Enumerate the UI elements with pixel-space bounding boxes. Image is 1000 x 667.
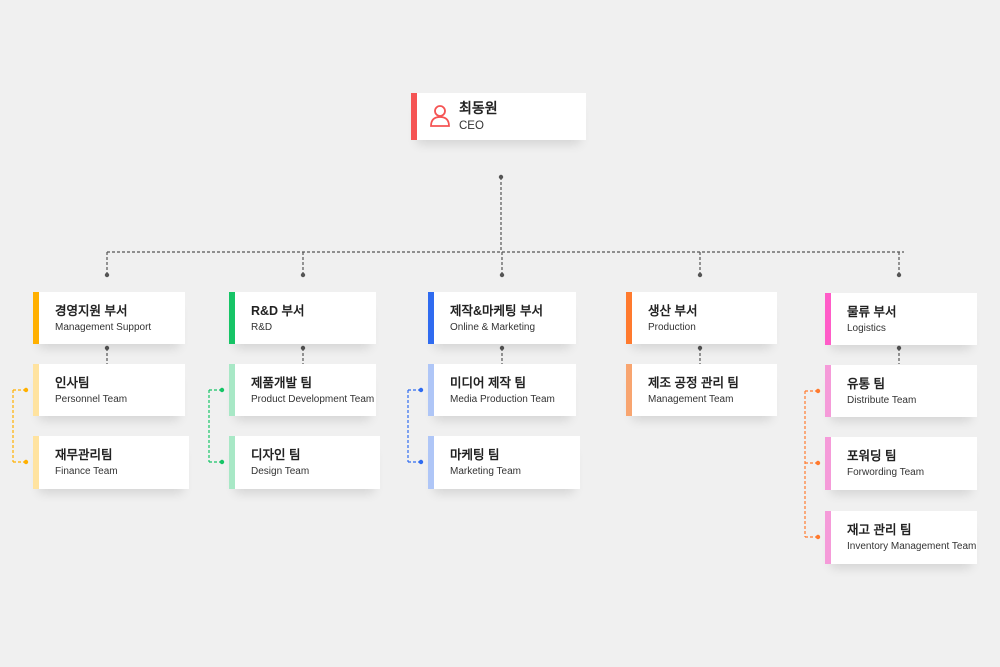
connector-dot bbox=[499, 272, 505, 278]
connector-dot bbox=[219, 387, 225, 393]
ceo-title: CEO bbox=[459, 120, 484, 132]
ceo-card[interactable]: 최동원 CEO bbox=[411, 93, 586, 140]
department-card[interactable]: 경영지원 부서 Management Support bbox=[33, 292, 185, 344]
color-bar bbox=[33, 292, 39, 344]
team-card-english-name: Marketing Team bbox=[450, 466, 521, 477]
connector-dot bbox=[300, 272, 306, 278]
department-card[interactable]: 제작&마케팅 부서 Online & Marketing bbox=[428, 292, 576, 344]
team-card-name: 제조 공정 관리 팀 bbox=[648, 375, 739, 390]
color-bar bbox=[229, 292, 235, 344]
ceo-name: 최동원 bbox=[459, 100, 498, 116]
team-card-english-name: Product Development Team bbox=[251, 393, 375, 405]
team-card-english-name: Media Production Team bbox=[450, 393, 555, 405]
team-card[interactable]: 제조 공정 관리 팀 Management Team bbox=[626, 364, 777, 416]
connector-dot bbox=[697, 345, 703, 351]
connector-dot bbox=[23, 459, 29, 465]
department-card-english-name: R&D bbox=[251, 321, 273, 333]
department-card-name: 생산 부서 bbox=[648, 303, 698, 318]
department-card-english-name: Online & Marketing bbox=[450, 321, 536, 333]
team-card[interactable]: 재무관리팀 Finance Team bbox=[33, 436, 189, 489]
team-card[interactable]: 인사팀 Personnel Team bbox=[33, 364, 185, 416]
color-bar bbox=[825, 365, 831, 417]
color-bar bbox=[626, 364, 632, 416]
team-card[interactable]: 마케팅 팀 Marketing Team bbox=[428, 436, 580, 489]
connector-dot bbox=[23, 387, 29, 393]
connector-dot bbox=[104, 345, 110, 351]
department-card-name: R&D 부서 bbox=[251, 303, 305, 318]
department-card[interactable]: R&D 부서 R&D bbox=[229, 292, 376, 344]
team-card-english-name: Inventory Management Team bbox=[847, 541, 977, 552]
team-card-name: 제품개발 팀 bbox=[251, 375, 312, 390]
team-card-name: 포워딩 팀 bbox=[847, 449, 897, 463]
team-card-english-name: Management Team bbox=[648, 393, 734, 405]
color-bar bbox=[33, 364, 39, 416]
color-bar bbox=[825, 293, 831, 345]
color-bar bbox=[428, 436, 434, 489]
team-card-name: 디자인 팀 bbox=[251, 448, 301, 462]
connector-dot bbox=[418, 387, 424, 393]
color-bar bbox=[825, 511, 831, 564]
person-icon bbox=[430, 105, 450, 127]
color-bar bbox=[428, 292, 434, 344]
connector-dot bbox=[815, 460, 821, 466]
connector-dot bbox=[104, 272, 110, 278]
team-card-name: 유통 팀 bbox=[847, 376, 885, 391]
color-bar bbox=[825, 437, 831, 490]
connector-dot bbox=[300, 345, 306, 351]
color-bar bbox=[229, 364, 235, 416]
team-card-english-name: Personnel Team bbox=[55, 393, 128, 405]
ceo-color-bar bbox=[411, 93, 417, 140]
connector-dot bbox=[499, 345, 505, 351]
department-card[interactable]: 생산 부서 Production bbox=[626, 292, 777, 344]
connector-dot bbox=[896, 272, 902, 278]
team-card-name: 재무관리팀 bbox=[55, 448, 113, 462]
team-card-english-name: Design Team bbox=[251, 466, 310, 477]
team-card-name: 미디어 제작 팀 bbox=[450, 375, 526, 390]
connector-dot bbox=[219, 459, 225, 465]
color-bar bbox=[229, 436, 235, 489]
connector-dot bbox=[815, 388, 821, 394]
color-bar bbox=[626, 292, 632, 344]
team-card-name: 마케팅 팀 bbox=[450, 448, 500, 462]
department-card-name: 경영지원 부서 bbox=[55, 303, 128, 318]
connector-dot bbox=[418, 459, 424, 465]
team-card-name: 재고 관리 팀 bbox=[847, 523, 912, 537]
team-card[interactable]: 유통 팀 Distribute Team bbox=[825, 365, 977, 417]
department-card-english-name: Logistics bbox=[847, 322, 886, 334]
department-card[interactable]: 물류 부서 Logistics bbox=[825, 293, 977, 345]
department-card-name: 제작&마케팅 부서 bbox=[450, 303, 544, 318]
department-card-name: 물류 부서 bbox=[847, 304, 897, 319]
team-card[interactable]: 디자인 팀 Design Team bbox=[229, 436, 380, 489]
team-card-english-name: Forwording Team bbox=[847, 467, 925, 478]
team-card-name: 인사팀 bbox=[55, 375, 90, 390]
department-card-english-name: Production bbox=[648, 321, 696, 333]
team-card[interactable]: 미디어 제작 팀 Media Production Team bbox=[428, 364, 576, 416]
department-card-english-name: Management Support bbox=[55, 321, 152, 333]
connector-dot bbox=[815, 534, 821, 540]
team-card[interactable]: 재고 관리 팀 Inventory Management Team bbox=[825, 511, 977, 564]
connector-dot bbox=[697, 272, 703, 278]
team-card-english-name: Finance Team bbox=[55, 466, 118, 477]
team-card[interactable]: 제품개발 팀 Product Development Team bbox=[229, 364, 376, 416]
connector-dot bbox=[498, 174, 504, 180]
color-bar bbox=[428, 364, 434, 416]
team-card[interactable]: 포워딩 팀 Forwording Team bbox=[825, 437, 977, 490]
color-bar bbox=[33, 436, 39, 489]
team-card-english-name: Distribute Team bbox=[847, 394, 917, 406]
connector-dot bbox=[896, 345, 902, 351]
